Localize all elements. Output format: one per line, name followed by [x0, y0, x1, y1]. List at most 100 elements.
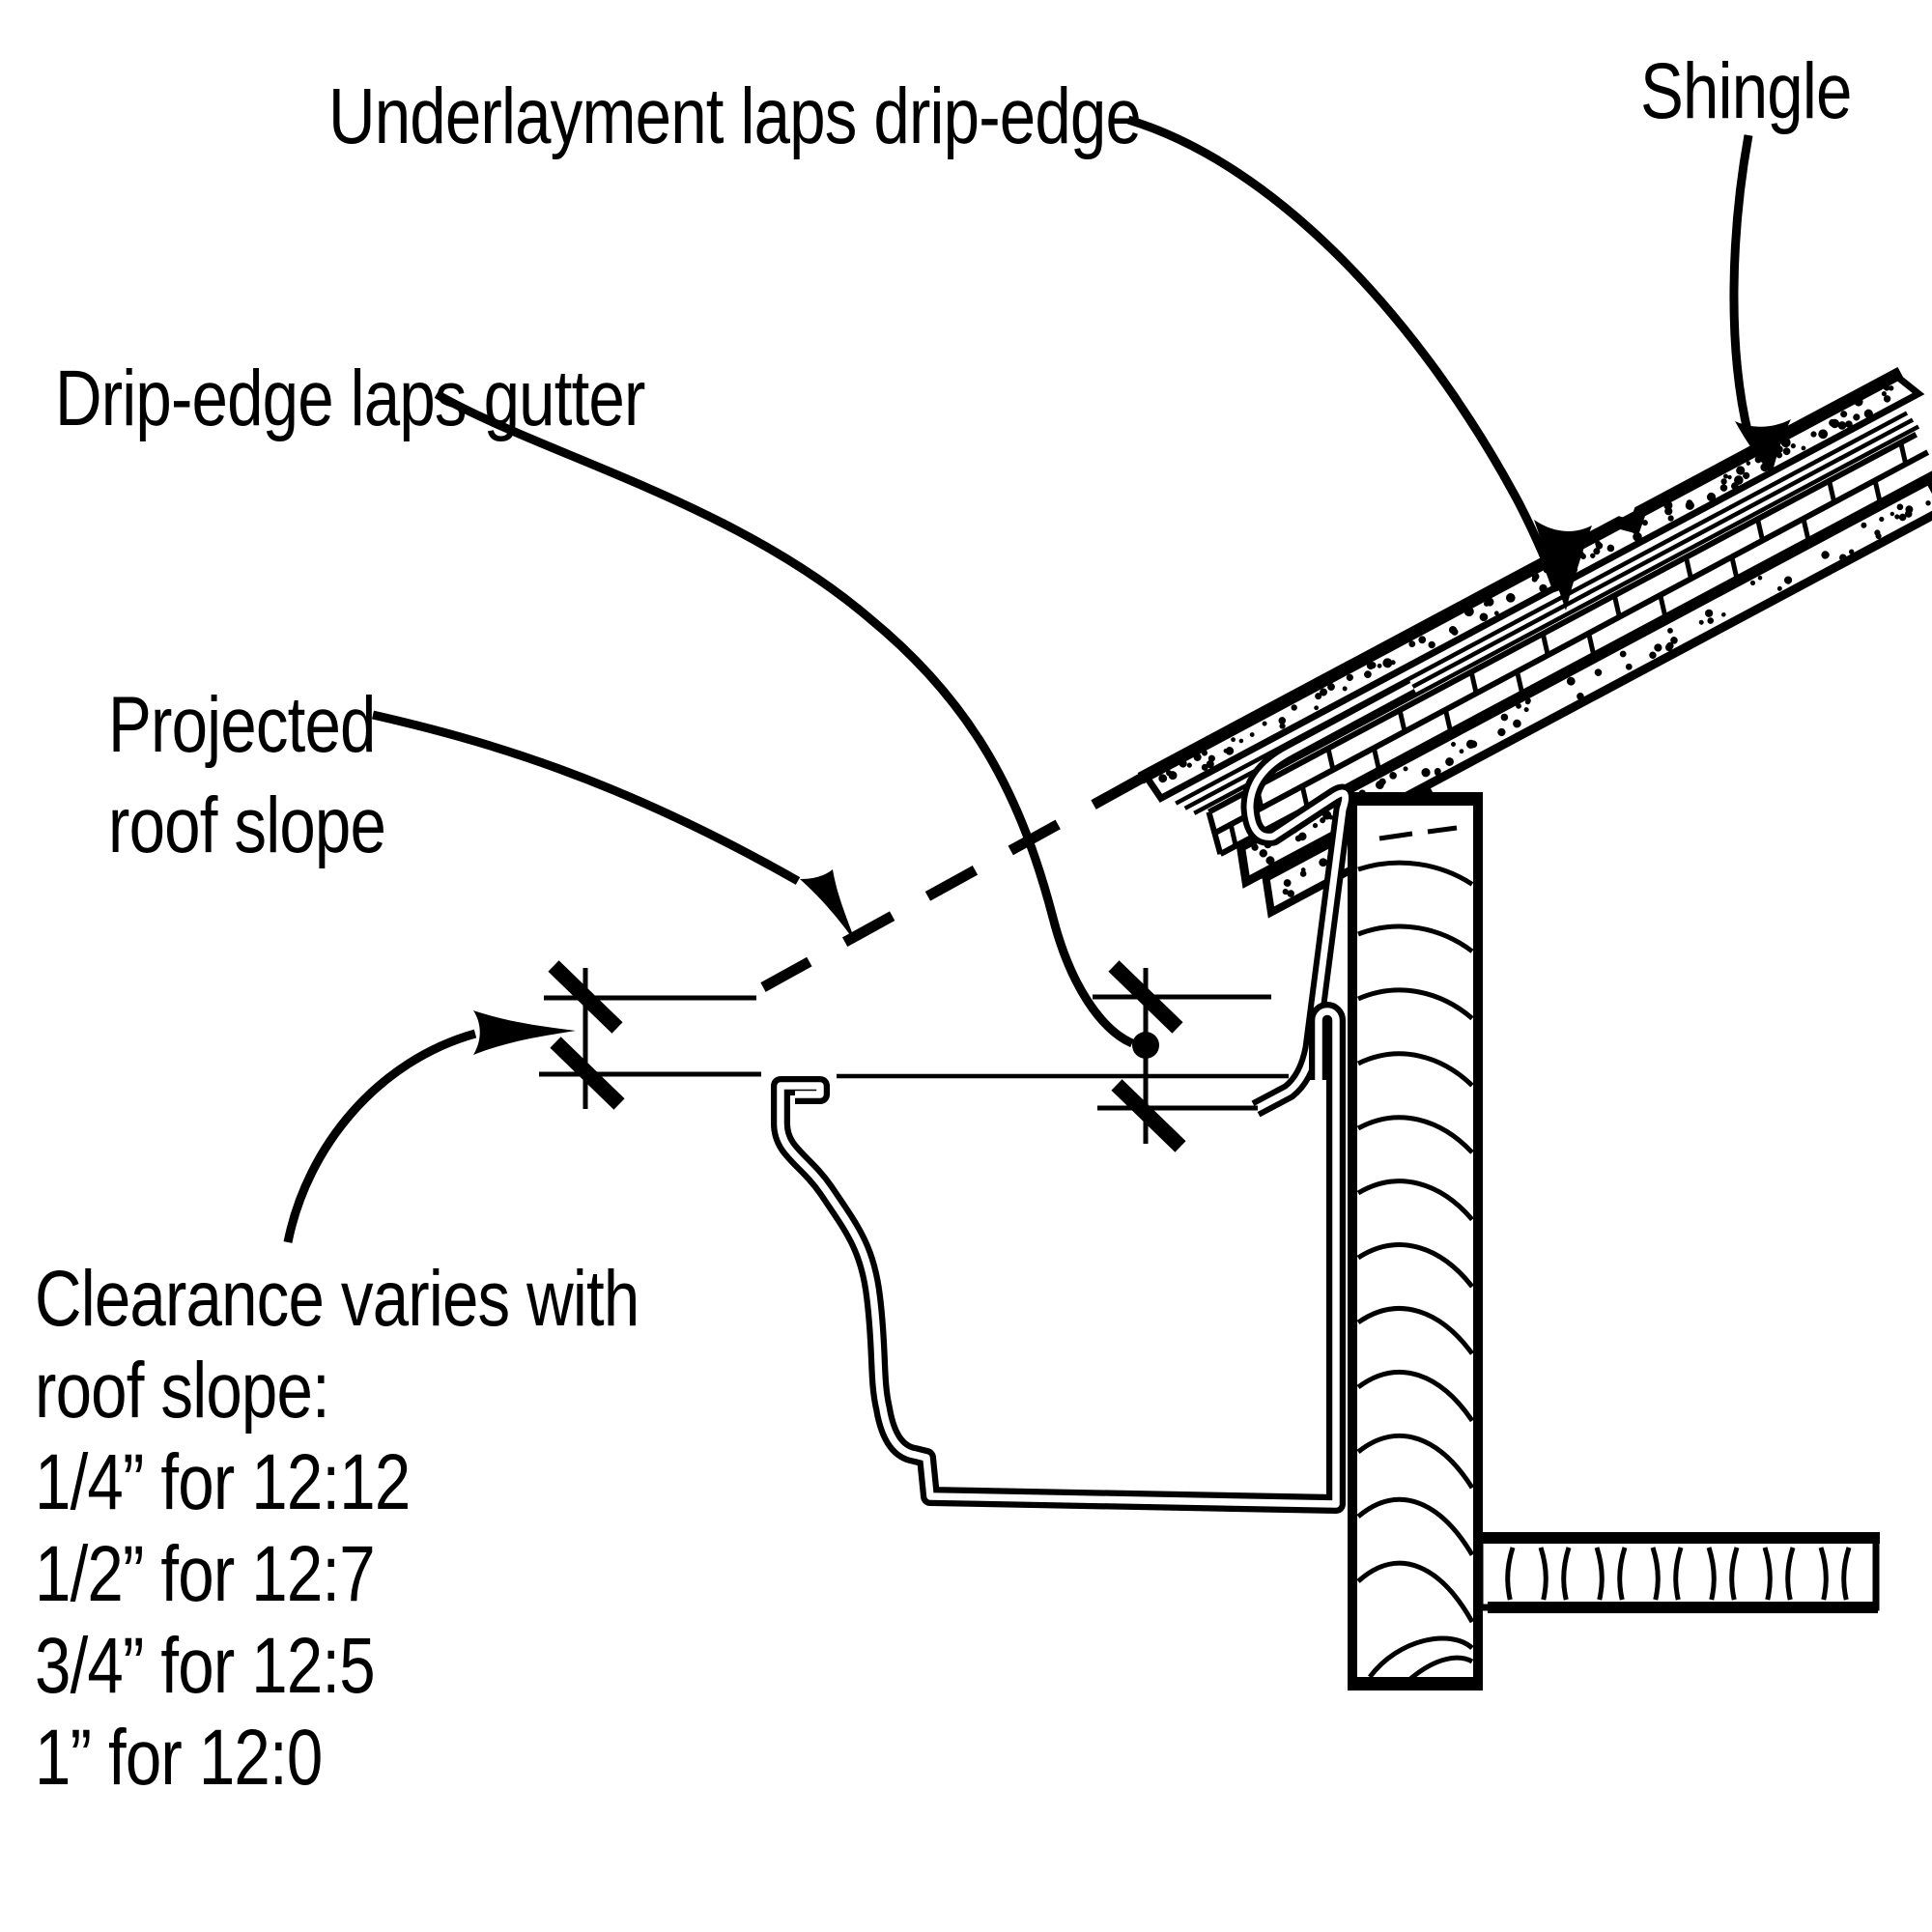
stipple-dot [1896, 503, 1904, 511]
arrowhead [800, 869, 856, 943]
tick-mark [1108, 960, 1183, 1034]
stipple-dot [1818, 429, 1829, 440]
stipple-dot [1469, 740, 1478, 749]
stipple-dot [1493, 611, 1499, 616]
stipple-dot [1231, 737, 1236, 743]
brick-joint [1325, 748, 1336, 771]
soffit-board [1476, 1532, 1880, 1613]
label-shingle: Shingle [1640, 46, 1852, 135]
stipple-dot [1606, 544, 1615, 553]
stipple-dot [1516, 702, 1521, 709]
grain-line [1356, 1370, 1475, 1423]
stipple-dot [1251, 843, 1259, 851]
stipple-dot [1667, 515, 1674, 522]
stipple-dot [1238, 738, 1244, 744]
grain-line [1356, 1051, 1474, 1088]
stipple-dot [1291, 704, 1297, 711]
stipple-dot [1166, 770, 1173, 777]
stipple-dot [1707, 617, 1715, 624]
roof-assembly [1137, 366, 1932, 919]
stipple-dot [1821, 551, 1830, 559]
grain-line [1538, 1547, 1548, 1601]
gutter [771, 1002, 1346, 1514]
stipple-dot [1625, 663, 1633, 670]
stipple-dot [1346, 673, 1353, 681]
drip-edge-metal [1240, 677, 1417, 1118]
stipple-dot [1451, 741, 1457, 747]
brick-joint [1371, 747, 1381, 771]
brick-joint [1755, 518, 1766, 542]
stipple-dot [1727, 474, 1732, 480]
leader-line [1126, 115, 1562, 593]
stipple-dot [1297, 832, 1307, 841]
brick-joint [1515, 670, 1525, 694]
stipple-dot [1283, 879, 1292, 887]
stipple-dot [1287, 890, 1294, 897]
stipple-dot [1875, 532, 1882, 540]
fascia-wood-grain [1356, 825, 1475, 1681]
stipple-dot [1667, 627, 1673, 634]
grain-line [1356, 1433, 1475, 1490]
grain-line [1408, 1655, 1474, 1681]
grain-line [1505, 1547, 1516, 1601]
stipple-dot [1649, 651, 1657, 659]
grain-line [1356, 1496, 1475, 1556]
roof-deck-band [1236, 473, 1932, 889]
stipple-dot [1889, 511, 1895, 517]
stipple-dot [1315, 693, 1322, 700]
stipple-dot [1783, 576, 1793, 584]
label-underlayment: Underlayment laps drip-edge [328, 71, 1141, 160]
brick-joint [1683, 556, 1693, 580]
brick-joint [1872, 479, 1883, 503]
label-projected-2: roof slope [108, 781, 385, 869]
stipple-dot [1375, 781, 1384, 789]
stipple-dot [1278, 717, 1287, 724]
stipple-dot [1905, 505, 1914, 514]
grain-line [1729, 1547, 1740, 1601]
stipple-dot [1663, 500, 1673, 510]
grain-line [1673, 1547, 1684, 1601]
grain-line [1561, 1547, 1572, 1601]
stipple-dot [1633, 531, 1642, 542]
grain-line [1594, 1547, 1605, 1601]
stipple-dot [1749, 580, 1756, 586]
underlayment-line [1193, 424, 1920, 815]
leader-underlayment [1126, 115, 1592, 611]
stipple-dot [1879, 516, 1885, 523]
arrowhead [1735, 419, 1791, 475]
stipple-dot [1632, 526, 1639, 534]
stipple-dot [1776, 451, 1783, 459]
stipple-dot [1853, 413, 1861, 421]
grain-line [1356, 1306, 1475, 1355]
stipple-dot [1736, 466, 1746, 475]
stipple-dot [1894, 514, 1900, 520]
stipple-dot [1898, 513, 1907, 522]
stipple-dot [1505, 593, 1516, 603]
stipple-dot [1577, 692, 1584, 700]
grain-line [1785, 1547, 1796, 1601]
arrowhead [473, 1010, 576, 1055]
label-projected-1: Projected [108, 680, 376, 769]
brick-joint [1898, 441, 1909, 465]
stipple-dot [1889, 385, 1894, 391]
stipple-dot [1539, 583, 1548, 593]
stipple-dot [1654, 643, 1662, 652]
stipple-dot [1523, 707, 1529, 713]
stipple-dot [1854, 397, 1863, 407]
brick-joint [1729, 555, 1740, 580]
stipple-dot [1722, 473, 1728, 479]
label-clearance-0: Clearance varies with [35, 1254, 639, 1343]
shingle-course-band [1206, 432, 1932, 857]
stipple-dot [1746, 461, 1751, 466]
leader-line [434, 390, 1134, 1048]
stipple-dot [1837, 421, 1847, 430]
stipple-dot [1593, 548, 1601, 555]
stipple-dot [1312, 823, 1319, 829]
stipple-dot [1459, 749, 1464, 754]
stipple-dot [1181, 760, 1186, 765]
stipple-dot [1780, 438, 1791, 448]
soffit-wood-grain [1505, 1547, 1852, 1601]
stipple-dot [1421, 768, 1431, 778]
stipple-dot [1566, 676, 1576, 686]
